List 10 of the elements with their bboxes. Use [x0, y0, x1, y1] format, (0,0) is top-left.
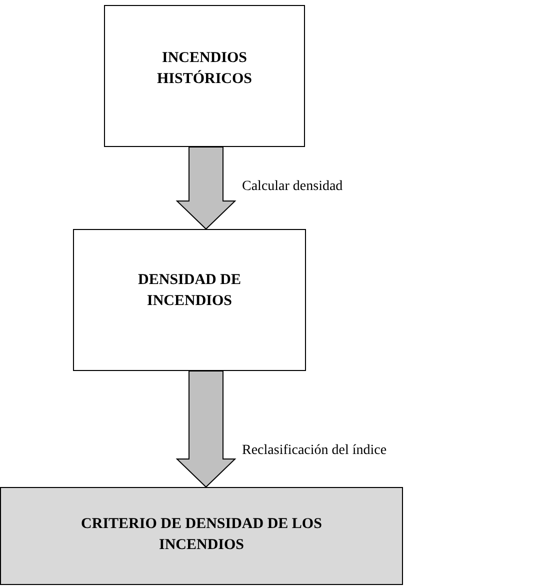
- edge-label: Reclasificación del índice: [242, 442, 387, 460]
- process-box: [0, 487, 403, 585]
- block-arrow: [176, 370, 236, 488]
- block-arrow: [176, 146, 236, 230]
- process-box: [104, 5, 305, 147]
- box-title: INCENDIOS HISTÓRICOS: [156, 49, 254, 89]
- box-title: CRITERIO DE DENSIDAD DE LOS INCENDIOS: [80, 515, 323, 555]
- box-title: DENSIDAD DE INCENDIOS: [137, 271, 242, 311]
- edge-label: Calcular densidad: [242, 178, 343, 196]
- process-box: [73, 229, 306, 371]
